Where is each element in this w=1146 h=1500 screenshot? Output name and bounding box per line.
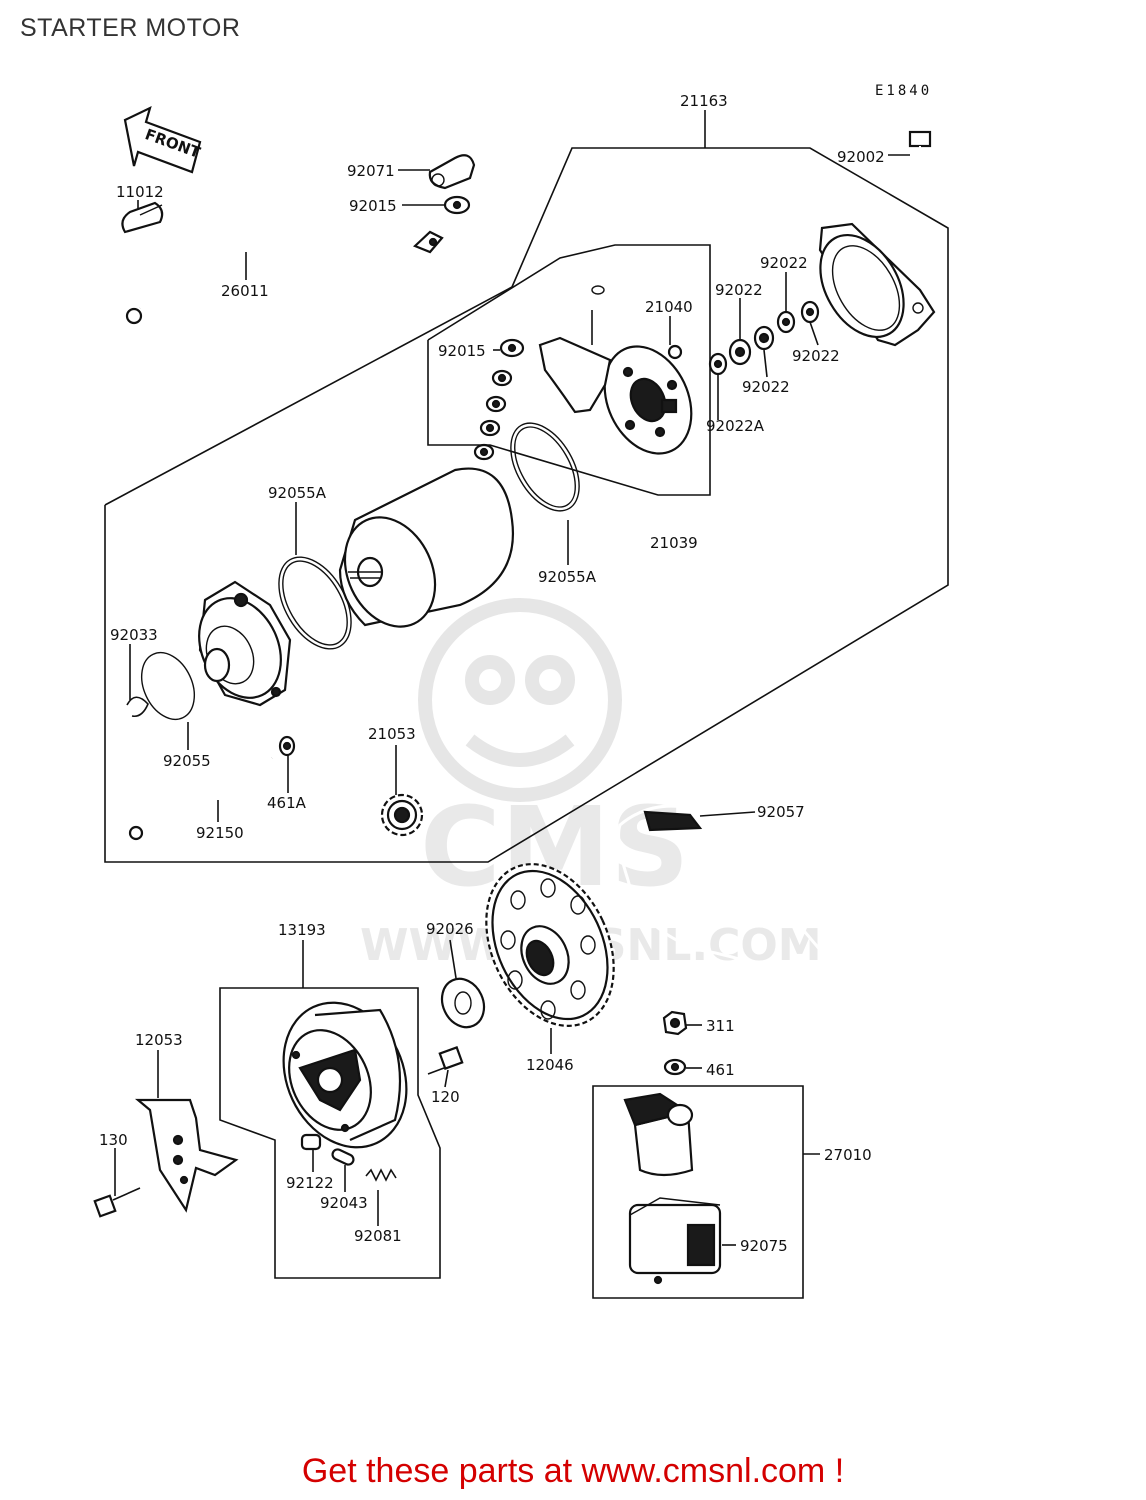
diagram-code: E1840	[875, 83, 932, 99]
terminal-cap-92071	[428, 154, 476, 190]
through-bolt-92150	[128, 756, 273, 841]
starter-clutch	[282, 1001, 408, 1149]
assembly-outline-21163	[104, 147, 949, 863]
part-label-92022-d[interactable]: 92022	[742, 378, 790, 396]
washer-461	[663, 1058, 687, 1076]
part-label-92055A-right[interactable]: 92055A	[538, 568, 597, 586]
footer-link[interactable]: Get these parts at www.cmsnl.com !	[301, 1452, 845, 1490]
drive-chain-92057	[617, 804, 850, 998]
part-label-92071[interactable]: 92071	[347, 162, 395, 180]
part-label-92015-top[interactable]: 92015	[349, 197, 397, 215]
o-ring-92055A-right	[510, 422, 580, 512]
brush-holder	[538, 285, 612, 414]
nut-311	[662, 1010, 688, 1036]
assembly-outline-27010	[592, 1085, 804, 1299]
part-label-461[interactable]: 461	[706, 1061, 735, 1079]
part-label-92055[interactable]: 92055	[163, 752, 211, 770]
part-label-311[interactable]: 311	[706, 1017, 735, 1035]
motor-yoke	[338, 467, 514, 628]
part-label-92057[interactable]: 92057	[757, 803, 805, 821]
part-label-92002[interactable]: 92002	[837, 148, 885, 166]
washers-92022	[708, 300, 820, 376]
part-label-12046[interactable]: 12046	[526, 1056, 574, 1074]
part-label-92081[interactable]: 92081	[354, 1227, 402, 1245]
washer-92026	[440, 977, 486, 1029]
end-cover	[818, 222, 936, 347]
o-ring-92055A-left	[278, 556, 352, 650]
part-label-461A[interactable]: 461A	[267, 794, 307, 812]
sprocket-12046	[485, 863, 615, 1027]
part-label-26011[interactable]: 26011	[221, 282, 269, 300]
assembly-outline-21039	[427, 244, 711, 496]
front-arrow-icon: FRONT	[123, 105, 203, 174]
part-label-120[interactable]: 120	[431, 1088, 460, 1106]
part-label-21040[interactable]: 21040	[645, 298, 693, 316]
o-ring-92055	[140, 651, 196, 721]
pin-92043	[331, 1148, 355, 1166]
front-cover	[198, 580, 292, 707]
assembly-outline-13193	[219, 987, 441, 1279]
pinion-gear-21053	[380, 793, 424, 837]
part-label-92022A[interactable]: 92022A	[706, 417, 765, 435]
part-label-92033[interactable]: 92033	[110, 626, 158, 644]
part-label-92015-mid[interactable]: 92015	[438, 342, 486, 360]
bolt-92002	[908, 130, 932, 180]
part-label-21163[interactable]: 21163	[680, 92, 728, 110]
part-label-92043[interactable]: 92043	[320, 1194, 368, 1212]
cap-boot-11012	[121, 201, 164, 234]
part-label-27010[interactable]: 27010	[824, 1146, 872, 1164]
spring-92081	[365, 1168, 397, 1182]
part-label-11012[interactable]: 11012	[116, 183, 164, 201]
part-label-92122[interactable]: 92122	[286, 1174, 334, 1192]
part-label-21053[interactable]: 21053	[368, 725, 416, 743]
part-label-92026[interactable]: 92026	[426, 920, 474, 938]
part-label-21039[interactable]: 21039	[650, 534, 698, 552]
circlip-92033	[126, 696, 149, 718]
part-label-92022-c[interactable]: 92022	[792, 347, 840, 365]
part-label-92022-a[interactable]: 92022	[760, 254, 808, 272]
part-labels: 21163 92002 11012 92071 92015 26011 9202…	[99, 92, 885, 1255]
part-label-92075[interactable]: 92075	[740, 1237, 788, 1255]
bolt-130	[93, 1187, 141, 1218]
part-label-92055A-left[interactable]: 92055A	[268, 484, 327, 502]
roller-92122	[300, 1133, 322, 1151]
part-label-92150[interactable]: 92150	[196, 824, 244, 842]
leader-lines	[114, 110, 910, 1246]
starter-relay	[623, 1092, 722, 1285]
part-label-13193[interactable]: 13193	[278, 921, 326, 939]
bolt-120	[427, 1045, 464, 1075]
part-label-130[interactable]: 130	[99, 1131, 128, 1149]
bracket-12053	[134, 1098, 239, 1213]
page-title: STARTER MOTOR	[20, 14, 241, 42]
part-label-12053[interactable]: 12053	[135, 1031, 183, 1049]
cable-26011	[125, 230, 444, 325]
brush-plate	[603, 344, 693, 455]
washer-461A	[278, 735, 296, 757]
part-label-92022-b[interactable]: 92022	[715, 281, 763, 299]
